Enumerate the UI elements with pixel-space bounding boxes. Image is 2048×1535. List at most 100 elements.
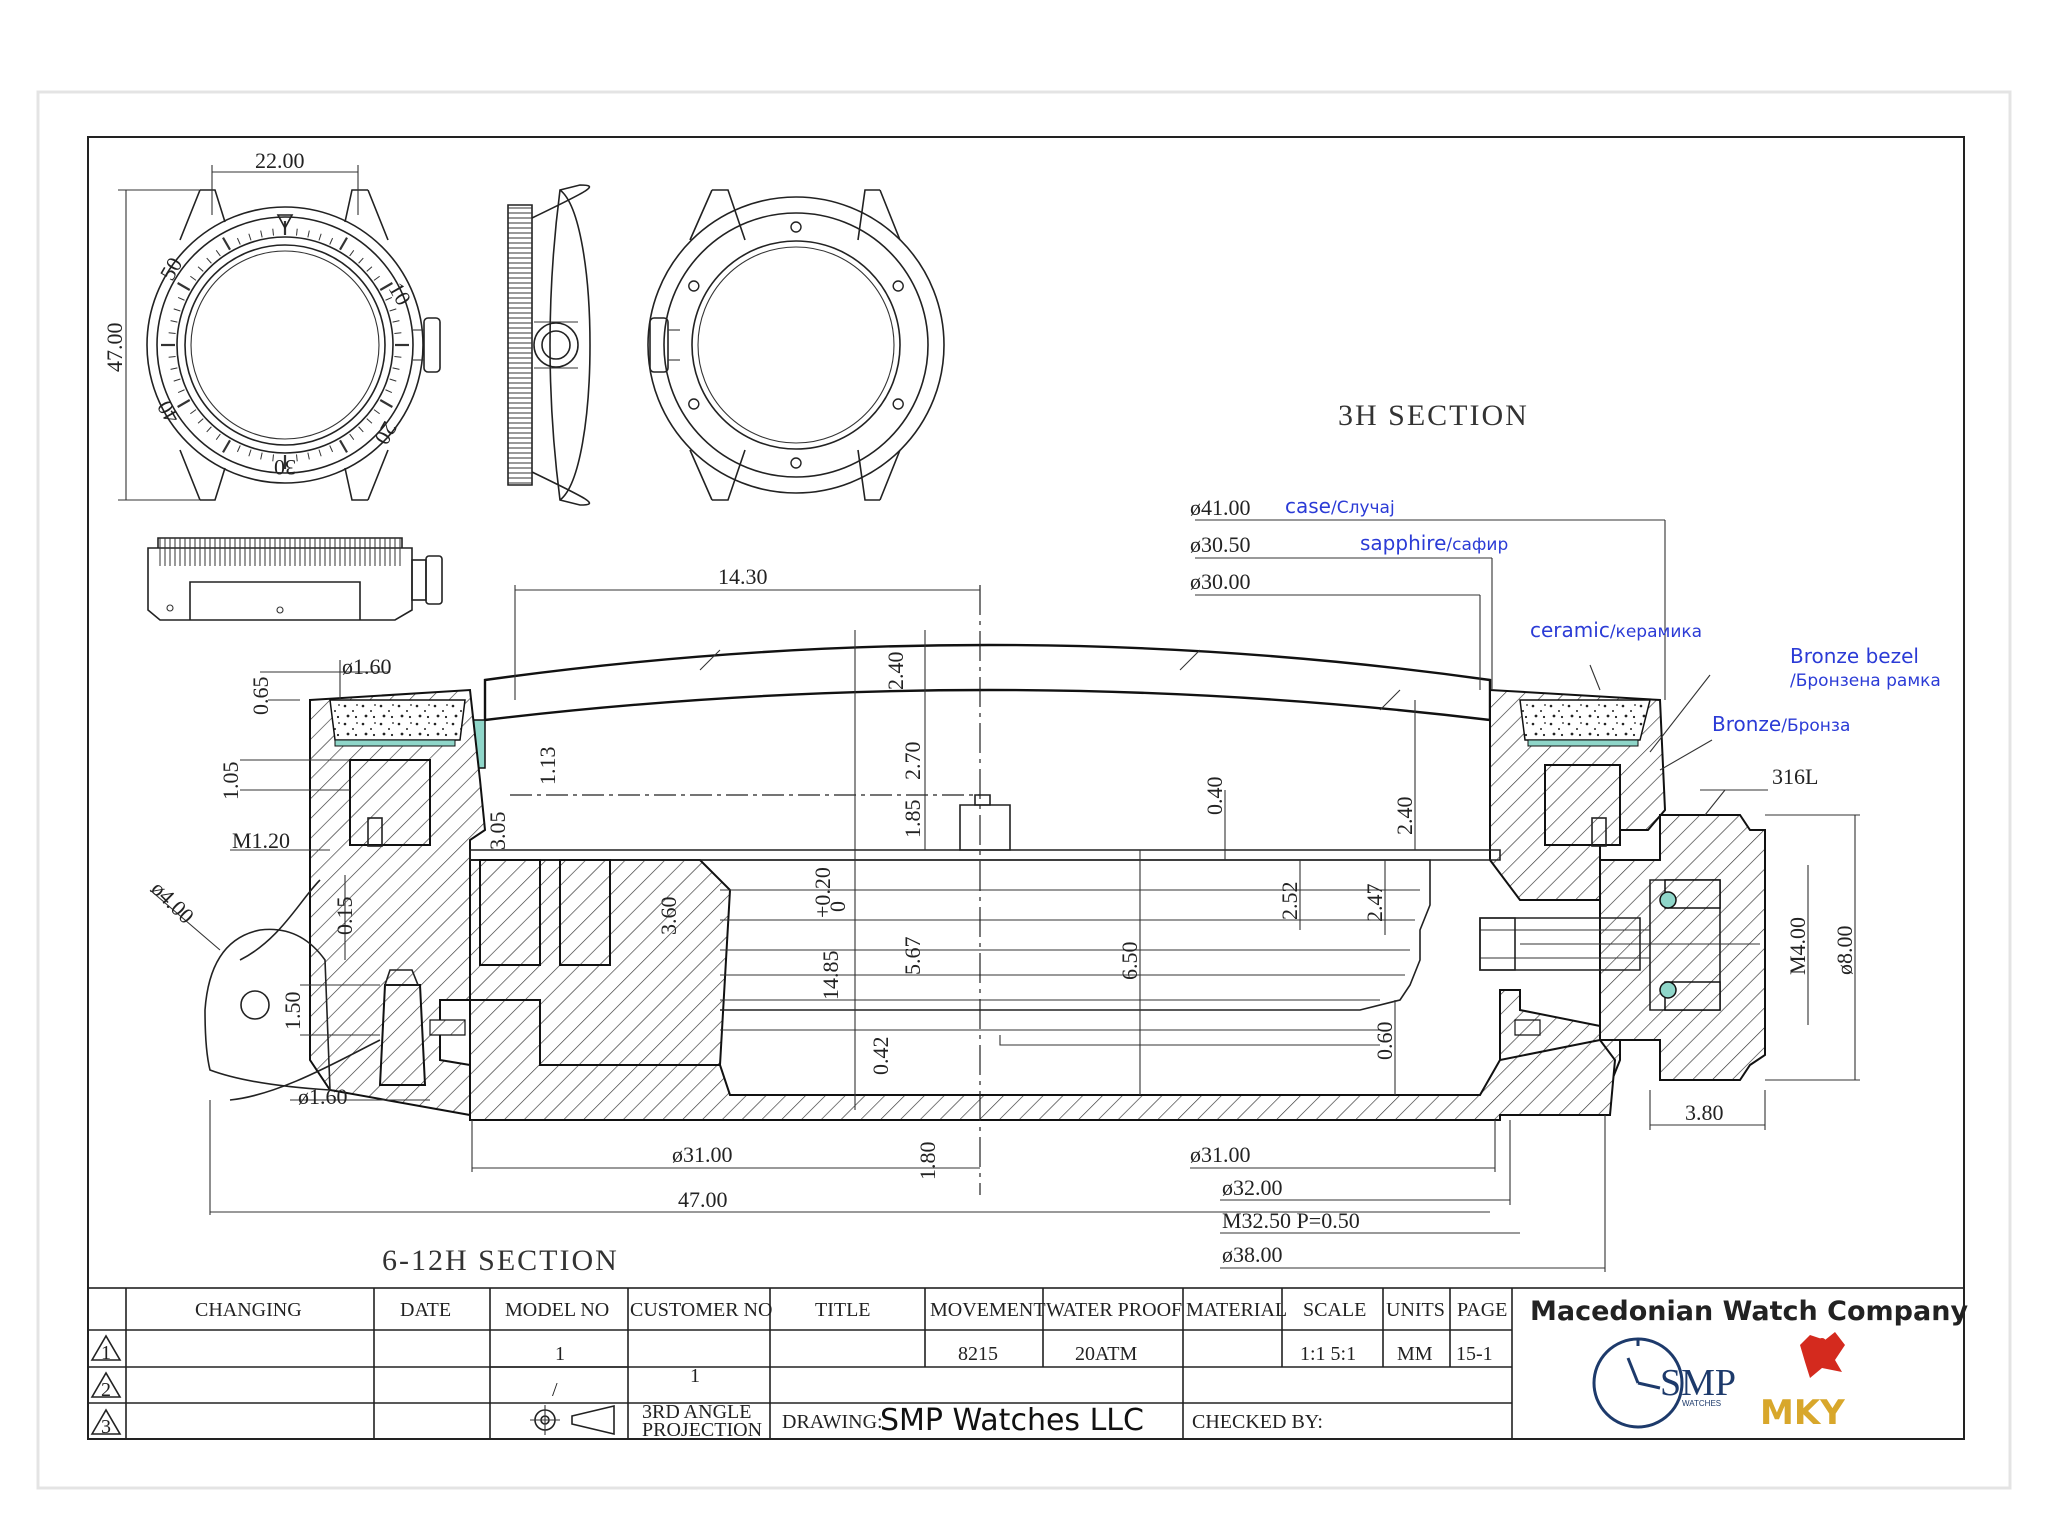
material-ceramic: ceramic/керамика — [1530, 618, 1702, 642]
scale-value: 1:1 5:1 — [1300, 1343, 1356, 1365]
dim-d160-top: ø1.60 — [342, 654, 392, 679]
bezel-tick — [296, 454, 298, 462]
bezel-tick — [215, 433, 221, 440]
dim-360: 3.60 — [656, 897, 681, 936]
dim-m3250: M32.50 P=0.50 — [1222, 1208, 1360, 1233]
rev-mark-3: 3 — [101, 1416, 111, 1438]
dim-d3050: ø30.50 — [1190, 532, 1251, 557]
dim-040: 0.40 — [1202, 777, 1227, 816]
bezel-tick — [177, 389, 185, 394]
dim-tol-up: +0.20 — [810, 867, 835, 918]
dim-042: 0.42 — [868, 1037, 893, 1076]
dim-240-b: 2.40 — [1392, 797, 1417, 836]
bezel-tick — [173, 378, 181, 382]
bezel-tick — [170, 367, 178, 370]
bezel-tick — [197, 418, 204, 424]
header-model-no: MODEL NO — [505, 1299, 609, 1321]
bezel-tick — [260, 452, 263, 460]
bezel-tick — [168, 356, 176, 358]
caseback-screw — [688, 280, 700, 292]
bezel-tick — [222, 237, 231, 251]
header-movement: MOVEMENT — [930, 1299, 1046, 1321]
company-name: Macedonian Watch Company — [1530, 1296, 1968, 1327]
section-612h-title: 6-12H SECTION — [382, 1244, 619, 1277]
header-changing: CHANGING — [195, 1299, 302, 1321]
material-sapphire-local: /сафир — [1446, 535, 1508, 555]
material-case: case/Случај — [1285, 494, 1395, 518]
bezel-tick — [170, 320, 178, 323]
dim-1485: 14.85 — [818, 951, 843, 1001]
title-block — [87, 1287, 1965, 1440]
material-bezel: Bronze bezel — [1790, 644, 1919, 668]
dim-065: 0.65 — [248, 677, 273, 716]
section-dimension-lines — [149, 519, 1860, 1272]
dim-305: 3.05 — [485, 812, 510, 851]
header-water-proof: WATER PROOF — [1046, 1299, 1182, 1321]
dim-240-a: 2.40 — [883, 652, 908, 691]
bezel-number-30: 30 — [274, 455, 296, 480]
dim-m120: M1.20 — [232, 828, 290, 853]
dim-247: 2.47 — [1362, 884, 1387, 923]
header-material: MATERIAL — [1186, 1299, 1287, 1321]
dim-d3800: ø38.00 — [1222, 1242, 1283, 1267]
bezel-tick — [190, 409, 197, 415]
bezel-tick — [296, 228, 298, 236]
bezel-tick — [349, 250, 355, 257]
bezel-tick — [329, 237, 334, 245]
caseback-screw — [688, 398, 700, 410]
drawing-label: DRAWING: — [782, 1411, 883, 1433]
dim-4700: 47.00 — [678, 1187, 728, 1212]
header-units: UNITS — [1386, 1299, 1445, 1321]
bezel-tick — [197, 266, 204, 272]
dim-d160-bottom: ø1.60 — [298, 1084, 348, 1109]
header-page: PAGE — [1457, 1299, 1507, 1321]
header-scale: SCALE — [1303, 1299, 1366, 1321]
dim-380: 3.80 — [1685, 1100, 1724, 1125]
page-value: 15-1 — [1456, 1343, 1493, 1365]
bezel-tick — [206, 426, 212, 433]
dim-d41: ø41.00 — [1190, 495, 1251, 520]
bezel-tick — [260, 230, 263, 238]
customer-no-value: 1 — [690, 1365, 700, 1387]
bezel-tick — [272, 228, 274, 236]
bezel-tick — [190, 275, 197, 281]
bezel-tick — [307, 452, 310, 460]
section-3h-title: 3H SECTION — [1338, 399, 1529, 432]
dim-270: 2.70 — [900, 742, 925, 781]
dim-015: 0.15 — [332, 897, 357, 936]
dim-180: 1.80 — [915, 1142, 940, 1181]
bezel-tick — [339, 237, 348, 251]
dim-185: 1.85 — [900, 800, 925, 839]
dim-m400: M4.00 — [1785, 917, 1810, 975]
bezel-tick — [206, 257, 212, 264]
dim-tol-lo: 0 — [825, 901, 850, 912]
smp-logo-text: SMP — [1660, 1362, 1736, 1404]
material-bezel-local: /Бронзена рамка — [1790, 671, 1941, 691]
bezel-tick — [177, 282, 191, 291]
bezel-tick — [394, 356, 402, 358]
mky-logo: MKY — [1760, 1332, 1845, 1433]
caseback-screw — [790, 457, 802, 469]
dim-060: 0.60 — [1372, 1022, 1397, 1061]
bezel-tick — [379, 282, 393, 291]
header-title: TITLE — [815, 1299, 871, 1321]
projection-line1: 3RD ANGLE — [642, 1401, 751, 1423]
drawing-value: SMP Watches LLC — [880, 1403, 1144, 1438]
dim-316l: 316L — [1772, 764, 1818, 789]
bezel-tick — [339, 439, 348, 453]
checked-by-label: CHECKED BY: — [1192, 1411, 1323, 1433]
bezel-tick — [272, 454, 274, 462]
material-bronze: Bronze/Бронза — [1712, 712, 1850, 736]
bezel-tick — [366, 266, 373, 272]
side-view — [507, 184, 591, 506]
caseback-screw — [892, 398, 904, 410]
bezel-tick — [236, 237, 241, 245]
dim-d3200: ø32.00 — [1222, 1175, 1283, 1200]
dim-567: 5.67 — [900, 937, 925, 976]
dim-d3100-right: ø31.00 — [1190, 1142, 1251, 1167]
width-22-label: 22.00 — [255, 148, 305, 173]
movement-value: 8215 — [958, 1343, 998, 1365]
dim-150: 1.50 — [280, 992, 305, 1031]
bezel-tick — [318, 233, 322, 241]
